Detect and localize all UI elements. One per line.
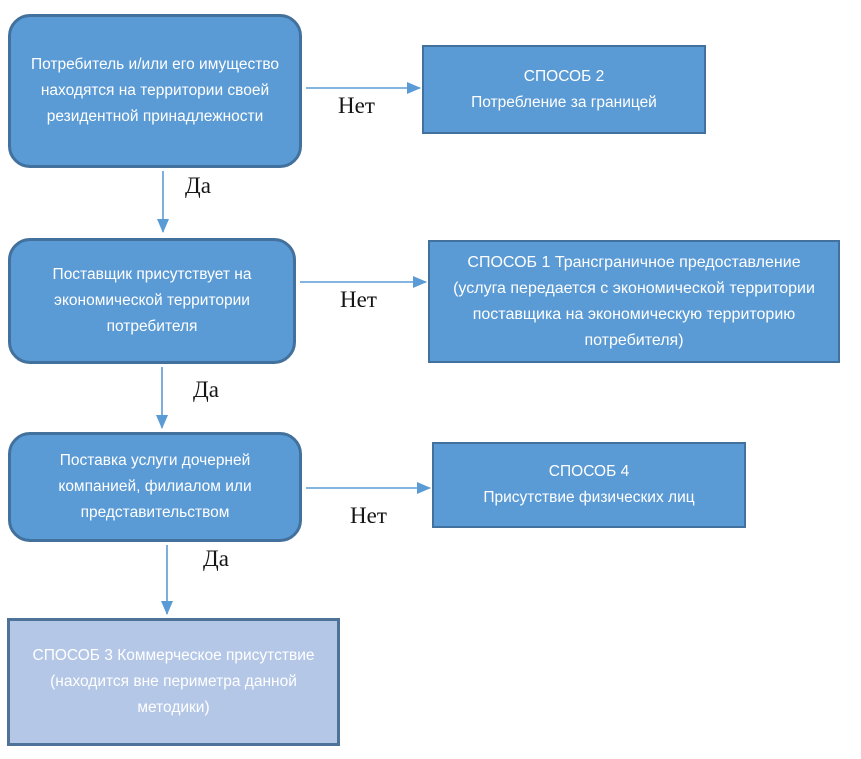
edge-label-yes-1: Да bbox=[185, 173, 211, 198]
decision-node-consumer-territory: Потребитель и/или его имущество находятс… bbox=[8, 14, 302, 168]
mode1-text: СПОСОБ 1 Трансграничное предоставление (… bbox=[453, 253, 815, 349]
mode4-title: СПОСОБ 4 bbox=[548, 463, 630, 480]
result-node-mode2: СПОСОБ 2 Потребление за границей bbox=[422, 45, 706, 134]
decision-node-text: Поставщик присутствует на экономической … bbox=[52, 266, 252, 335]
mode4-subtitle: Присутствие физических лиц bbox=[483, 489, 695, 506]
edge-label-no-3: Нет bbox=[350, 503, 387, 528]
decision-node-text: Поставка услуги дочерней компанией, фили… bbox=[58, 452, 252, 521]
edge-label-yes-2: Да bbox=[193, 377, 219, 402]
mode2-subtitle: Потребление за границей bbox=[471, 93, 657, 111]
result-node-mode4: СПОСОБ 4 Присутствие физических лиц bbox=[432, 442, 746, 528]
result-node-mode1: СПОСОБ 1 Трансграничное предоставление (… bbox=[428, 240, 840, 363]
decision-node-supplier-presence: Поставщик присутствует на экономической … bbox=[8, 238, 296, 364]
mode3-text: СПОСОБ 3 Коммерческое присутствие (наход… bbox=[32, 647, 315, 716]
edge-label-yes-3: Да bbox=[203, 546, 229, 571]
edge-label-no-1: Нет bbox=[338, 93, 375, 118]
edge-label-no-2: Нет bbox=[340, 287, 377, 312]
decision-node-text: Потребитель и/или его имущество находятс… bbox=[30, 56, 280, 125]
result-node-mode3-final: СПОСОБ 3 Коммерческое присутствие (наход… bbox=[7, 618, 340, 746]
decision-node-subsidiary-supply: Поставка услуги дочерней компанией, фили… bbox=[8, 432, 302, 542]
mode2-title: СПОСОБ 2 bbox=[523, 67, 605, 85]
